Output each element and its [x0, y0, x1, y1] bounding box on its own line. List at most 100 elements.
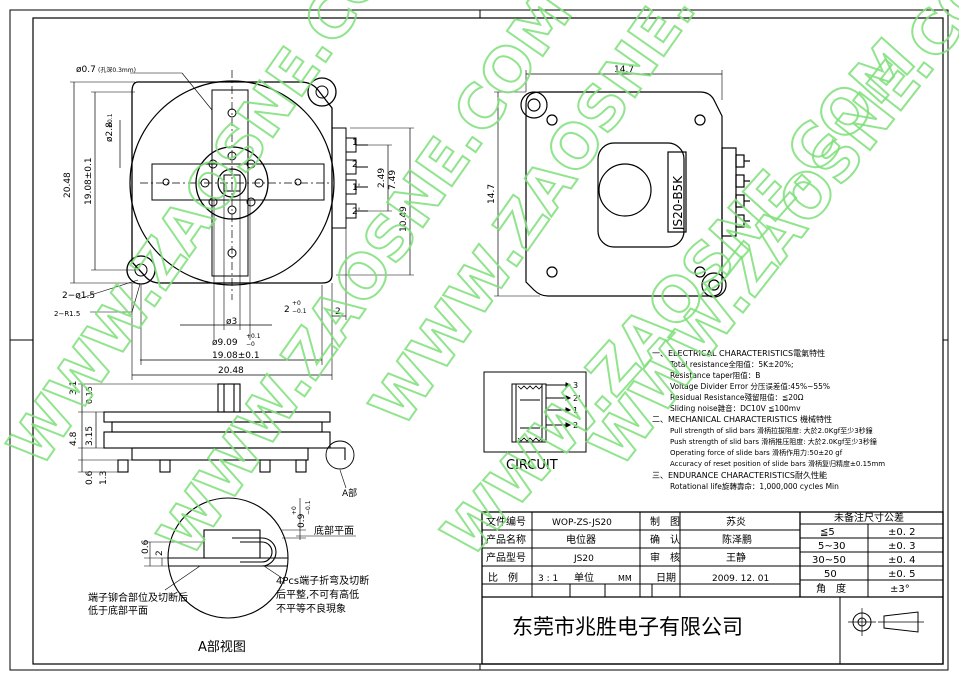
back-dim-14-7-horizontal: 14.7	[614, 65, 634, 75]
hole-note-sub: (孔深0.3mm)	[98, 66, 136, 74]
tb-label-confirm: 确 认	[650, 533, 680, 546]
tb-confirmer: 陈泽鹏	[722, 533, 752, 546]
title-block	[481, 511, 944, 665]
dim-2-tol-dn: −0.1	[292, 308, 307, 315]
dim-19-08-horizontal: 19.08±0.1	[212, 351, 260, 361]
detail-dim-0-9-tol-up: +0	[291, 506, 298, 515]
tb-label-model: 产品型号	[486, 551, 526, 564]
circuit-pin-2: 2	[573, 421, 578, 430]
dim-phi-9-09-tol-dn: −0	[246, 341, 255, 348]
pin-label-2p: 2'	[352, 207, 360, 217]
dim-7-49: 7.49	[388, 170, 398, 190]
circuit-pin-1: 1	[573, 406, 578, 415]
dim-2-right: 2	[335, 307, 341, 317]
title-block-text: 文件编号 WOP-ZS-JS20 制 图 苏炎 产品名称 电位器 确 认 陈泽鹏…	[486, 511, 915, 639]
detail-view-text: 0.6 2 0.9 +0 −0.1 底部平面 端子铆合部位及切断后 低于底部平面…	[88, 500, 369, 655]
tol-value: ±0. 3	[888, 541, 915, 552]
tb-label-scale: 比 例	[488, 571, 518, 584]
pin-label-2: 2	[352, 160, 358, 170]
dim-phi-3: ø3	[226, 317, 237, 327]
dim-19-08-vertical: 19.08±0.1	[84, 157, 94, 205]
detail-dim-0-9: 0.9	[297, 513, 307, 528]
detail-note-left-1: 端子铆合部位及切断后	[88, 591, 188, 604]
tb-company: 东莞市兆胜电子有限公司	[512, 615, 743, 639]
dim-phi-9-09: ø9.09	[212, 338, 238, 348]
tol-value: ±0. 2	[888, 527, 915, 538]
side-dim-0-6: 0.6	[85, 470, 95, 485]
spec-line: Operating force of slide bars 滑柄作用力:50±2…	[670, 448, 843, 457]
spec-line: Accuracy of reset position of slide bars…	[670, 459, 885, 468]
detail-note-right-2: 后平整,不可有高低	[276, 588, 359, 601]
detail-note-left-2: 低于底部平面	[88, 604, 148, 617]
spec-line: Push strength of slid bars 滑柄推压阻度: 大於2.0…	[670, 437, 877, 446]
specifications: 一、ELECTRICAL CHARACTERISTICS電氣特性 Total r…	[652, 348, 885, 491]
spec-line: Total resistance全阻值：5K±20%;	[669, 359, 794, 369]
tol-range: 50	[824, 569, 837, 580]
tb-reviewer: 王静	[726, 551, 746, 564]
dim-2-r-1-5: 2−R1.5	[54, 310, 80, 318]
circuit-diagram	[483, 371, 587, 453]
dim-2-tol-up: +0	[292, 300, 301, 307]
dim-2-49: 2.49	[377, 168, 387, 188]
dim-2-8-tol: ±0.1	[107, 113, 114, 128]
detail-dim-2: 2	[155, 550, 165, 556]
dim-10-49: 10.49	[399, 206, 409, 232]
side-dim-4-8: 4.8	[69, 431, 79, 446]
spec-line: Voltage Divider Error 分压误差值:45%~55%	[670, 381, 830, 391]
back-view	[494, 70, 750, 298]
spec-line: 三、ENDURANCE CHARACTERISTICS耐久性能	[652, 470, 827, 480]
tb-file-no: WOP-ZS-JS20	[552, 518, 612, 528]
hole-note: ø0.7	[76, 65, 96, 75]
circuit-pin-2p: 2'	[573, 394, 580, 403]
dim-2-tol: 2	[284, 305, 290, 315]
dim-20-48-vertical: 20.48	[63, 172, 73, 198]
tol-range: 角 度	[816, 582, 846, 595]
dim-20-48-horizontal: 20.48	[218, 366, 244, 376]
pin-label-1p: 1'	[352, 183, 360, 193]
tb-unit: MM	[618, 574, 632, 583]
spec-line: 二、MECHANICAL CHARACTERISTICS 機械特性	[652, 414, 832, 424]
tb-scale: 3 : 1	[538, 574, 558, 584]
dim-2-phi-1-5: 2−ø1.5	[62, 291, 95, 301]
circuit-title: CIRCUIT	[506, 458, 558, 473]
dim-2-8: ø2.8	[105, 122, 115, 142]
side-dim-1-3: 1.3	[99, 471, 109, 485]
tb-label-review: 审 核	[650, 551, 680, 564]
side-dim-0-15: 0.15	[85, 386, 94, 404]
spec-line: Residual Resistance殘留阻值：≦20Ω	[670, 392, 804, 402]
spec-line: Resistance taper阻值：B	[670, 370, 760, 380]
tb-product-name: 电位器	[566, 533, 596, 546]
tb-label-file-no: 文件编号	[486, 515, 526, 528]
tb-model: JS20	[573, 554, 594, 564]
detail-dim-0-9-tol-dn: −0.1	[305, 500, 312, 515]
dim-phi-9-09-tol-up: +0.1	[246, 333, 261, 340]
spec-line: Rotational life旋轉壽命：1,000,000 cycles Min	[670, 481, 839, 491]
back-part-label: JS20-B5K	[671, 175, 685, 231]
front-view-dimensions: ø0.7 (孔深0.3mm) ø2.8 ±0.1 20.48 19.08±0.1…	[54, 65, 409, 376]
tol-range: 30~50	[812, 555, 846, 566]
spec-line: 一、ELECTRICAL CHARACTERISTICS電氣特性	[652, 348, 825, 358]
detail-dim-0-6: 0.6	[141, 539, 151, 554]
tol-range: 5~30	[818, 541, 845, 552]
detail-note-bottom: 底部平面	[314, 524, 354, 537]
tb-label-date: 日期	[656, 572, 676, 584]
front-view	[70, 70, 414, 380]
tol-value: ±0. 5	[888, 569, 915, 580]
spec-line: Sliding noise雜音：DC10V ≦100mv	[670, 403, 801, 413]
detail-view-title: A部视图	[198, 640, 246, 655]
detail-view	[144, 497, 356, 619]
tb-date: 2009. 12. 01	[712, 574, 769, 584]
circuit-pin-3: 3	[573, 381, 578, 390]
tb-label-unit: 单位	[574, 571, 594, 584]
tb-label-draw: 制 图	[650, 515, 680, 528]
spec-line: Pull strength of slid bars 滑柄拉拔阻度: 大於2.0…	[670, 426, 873, 435]
tol-value: ±3°	[890, 584, 910, 595]
tol-header: 未备注尺寸公差	[834, 511, 904, 524]
side-view	[78, 383, 355, 489]
detail-note-right-3: 不平等不良現象	[276, 602, 346, 615]
side-dim-3-1: 3.1	[69, 381, 79, 395]
detail-note-right-1: 4Pcs端子折弯及切断	[276, 574, 369, 587]
tb-drawer: 苏炎	[726, 515, 746, 528]
tol-range: ≦5	[820, 527, 835, 538]
